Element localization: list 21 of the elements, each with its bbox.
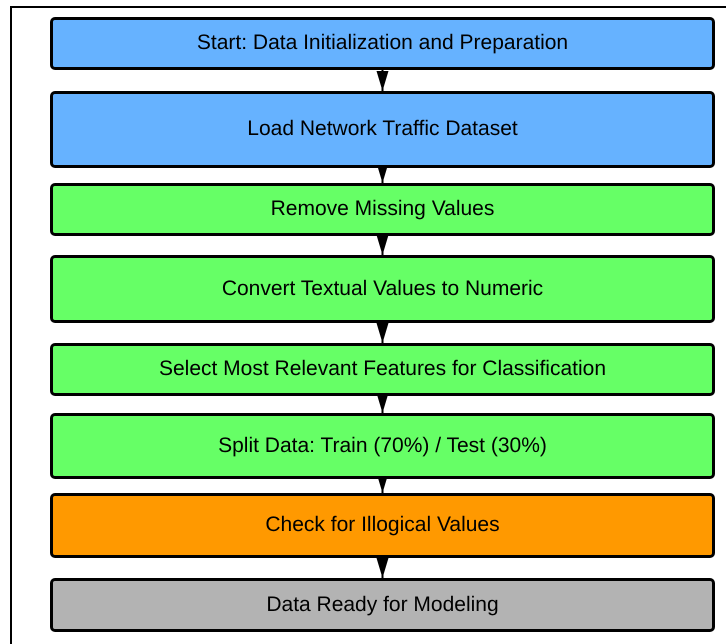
- step-label: Start: Data Initialization and Preparation: [196, 30, 570, 56]
- step-label: Load Network Traffic Dataset: [246, 116, 519, 142]
- process-box: [50, 91, 715, 168]
- step-label: Convert Textual Values to Numeric: [220, 276, 544, 302]
- step-label: Check for Illogical Values: [264, 512, 501, 538]
- process-box: [50, 255, 715, 323]
- process-box: [50, 17, 715, 70]
- arrow: [376, 323, 388, 343]
- arrow: [376, 70, 388, 91]
- step-label: Split Data: Train (70%) / Test (30%): [217, 432, 548, 459]
- process-box: [50, 493, 715, 558]
- step-label: Data Ready for Modeling: [265, 592, 500, 618]
- process-box: [50, 343, 715, 396]
- arrow: [376, 393, 388, 413]
- process-box: [50, 413, 715, 479]
- arrow: [376, 235, 388, 255]
- process-box: [50, 183, 715, 236]
- step-label: Select Most Relevant Features for Classification: [158, 356, 608, 382]
- process-box: [50, 578, 715, 632]
- arrow: [376, 558, 388, 578]
- step-label: Remove Missing Values: [270, 196, 496, 222]
